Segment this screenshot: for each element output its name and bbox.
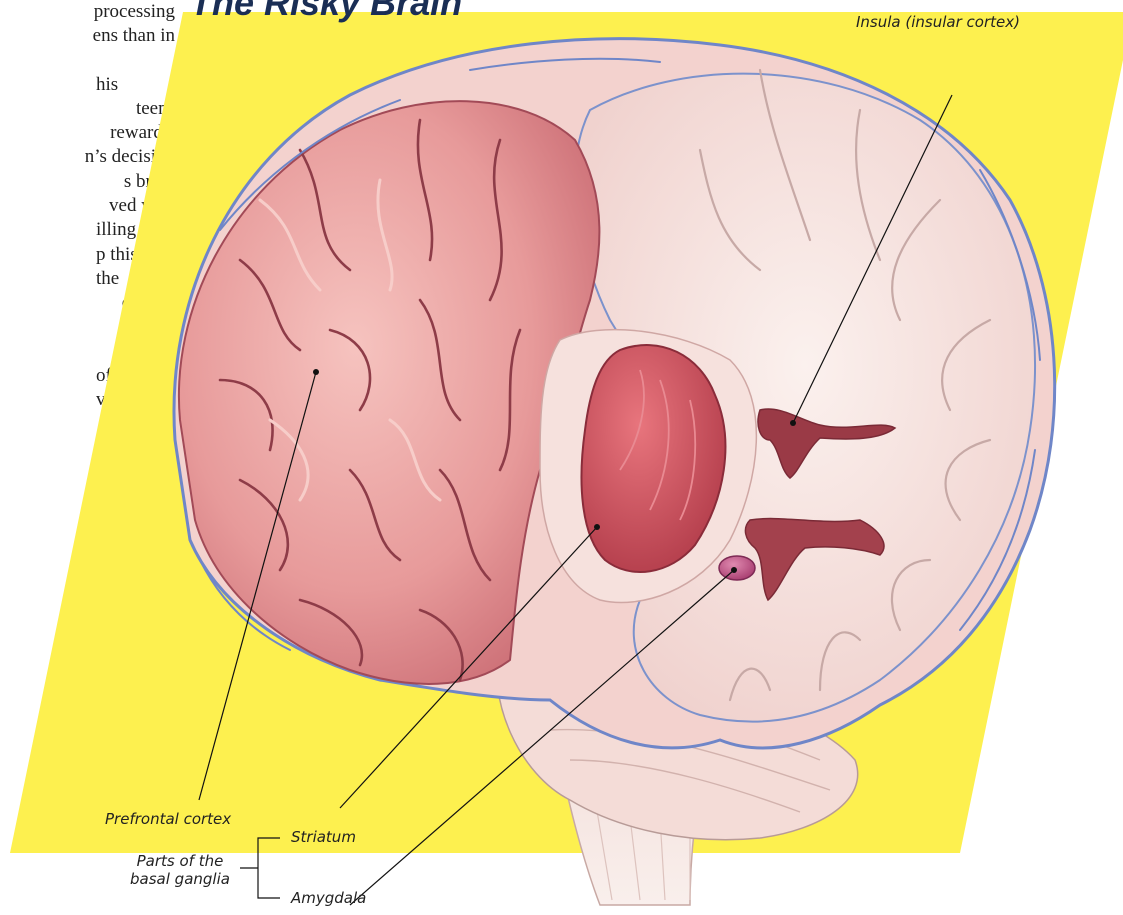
- amygdala-label: Amygdala: [291, 889, 366, 907]
- prefrontal-cortex-label: Prefrontal cortex: [105, 810, 231, 828]
- striatum-dot: [594, 524, 600, 530]
- insula-label: Insula (insular cortex): [856, 13, 1020, 31]
- prefrontal-dot: [313, 369, 319, 375]
- striatum-label: Striatum: [291, 828, 356, 846]
- amygdala: [719, 556, 755, 580]
- figure-title: The Risky Brain: [190, 0, 462, 24]
- basal-ganglia-label: Parts of the basal ganglia: [120, 852, 240, 888]
- basal-ganglia-label-line1: Parts of the: [120, 852, 240, 870]
- basal-ganglia-label-line2: basal ganglia: [120, 870, 240, 888]
- amygdala-dot: [731, 567, 737, 573]
- insula-dot: [790, 420, 796, 426]
